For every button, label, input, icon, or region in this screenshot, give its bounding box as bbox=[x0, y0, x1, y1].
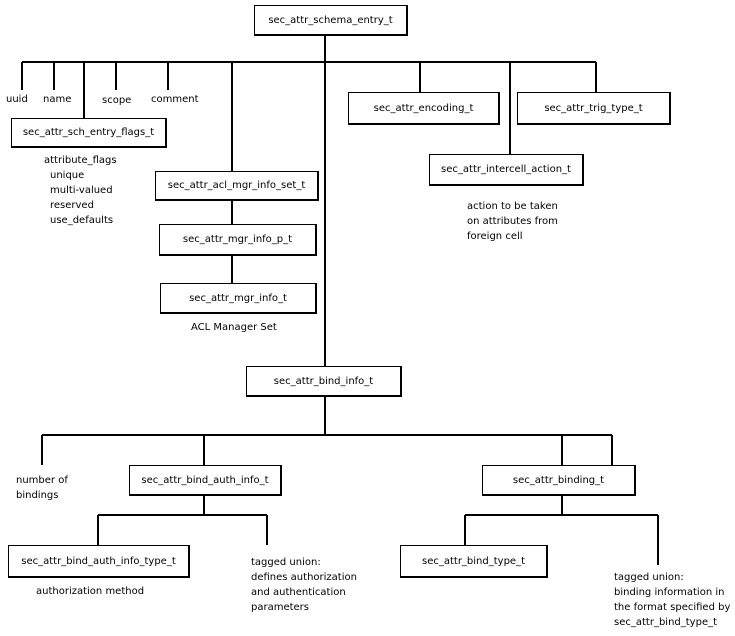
binding-union-note-line: tagged union: bbox=[614, 572, 684, 583]
number-of-bindings-label: number of bindings bbox=[16, 473, 68, 503]
sch-entry-flags-box: sec_attr_sch_entry_flags_t bbox=[11, 118, 167, 148]
attribute-flags-title: attribute_flags bbox=[44, 155, 117, 166]
acl-mgr-info-set-box: sec_attr_acl_mgr_info_set_t bbox=[155, 171, 319, 201]
schema-entry-box: sec_attr_schema_entry_t bbox=[254, 5, 408, 36]
intercell-note-line: action to be taken bbox=[467, 201, 558, 212]
intercell-note-line: on attributes from bbox=[467, 216, 558, 227]
auth-union-note-line: defines authorization bbox=[251, 572, 357, 583]
flag-unique: unique bbox=[50, 170, 85, 181]
attribute-flags-label: attribute_flags unique multi-valued rese… bbox=[44, 153, 117, 228]
binding-union-note-line: binding information in bbox=[614, 587, 725, 598]
number-of-bindings-line: bindings bbox=[16, 490, 59, 501]
encoding-box: sec_attr_encoding_t bbox=[348, 92, 500, 125]
binding-box: sec_attr_binding_t bbox=[482, 465, 636, 496]
intercell-action-box: sec_attr_intercell_action_t bbox=[429, 154, 584, 186]
number-of-bindings-line: number of bbox=[16, 475, 68, 486]
trig-type-box: sec_attr_trig_type_t bbox=[517, 92, 671, 125]
binding-union-note-line: the format specified by bbox=[614, 602, 731, 613]
scope-label: scope bbox=[102, 95, 132, 106]
flag-multi-valued: multi-valued bbox=[50, 185, 113, 196]
bind-auth-info-type-box: sec_attr_bind_auth_info_type_t bbox=[8, 545, 190, 578]
binding-union-note-line: sec_attr_bind_type_t bbox=[614, 617, 718, 628]
bind-type-box: sec_attr_bind_type_t bbox=[400, 545, 548, 578]
flag-reserved: reserved bbox=[50, 200, 94, 211]
flag-use-defaults: use_defaults bbox=[50, 215, 114, 226]
comment-label: comment bbox=[151, 94, 199, 105]
uuid-label: uuid bbox=[6, 94, 28, 105]
authorization-method-label: authorization method bbox=[36, 586, 145, 597]
binding-union-note: tagged union: binding information in the… bbox=[614, 570, 730, 630]
intercell-note: action to be taken on attributes from fo… bbox=[467, 199, 558, 244]
name-label: name bbox=[43, 94, 72, 105]
auth-union-note: tagged union: defines authorization and … bbox=[251, 555, 357, 615]
auth-union-note-line: and authentication bbox=[251, 587, 346, 598]
mgr-info-p-box: sec_attr_mgr_info_p_t bbox=[159, 224, 317, 256]
acl-manager-set-label: ACL Manager Set bbox=[191, 322, 277, 333]
bind-info-box: sec_attr_bind_info_t bbox=[246, 366, 402, 397]
auth-union-note-line: tagged union: bbox=[251, 557, 321, 568]
intercell-note-line: foreign cell bbox=[467, 231, 523, 242]
bind-auth-info-box: sec_attr_bind_auth_info_t bbox=[129, 465, 282, 496]
mgr-info-box: sec_attr_mgr_info_t bbox=[160, 283, 317, 314]
auth-union-note-line: parameters bbox=[251, 602, 310, 613]
